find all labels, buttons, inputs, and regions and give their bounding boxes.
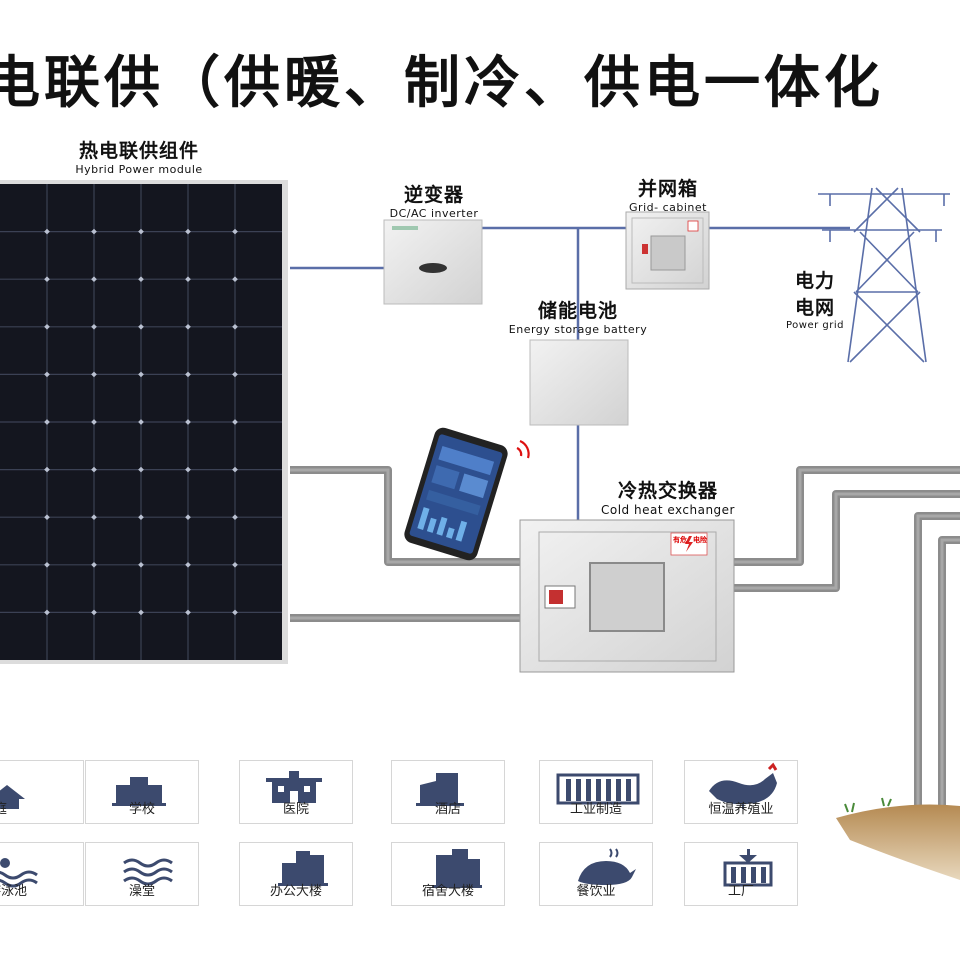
- application-card: 宿舍大楼: [391, 842, 505, 906]
- application-label: 游泳池: [0, 884, 27, 899]
- application-label: 工厂: [727, 884, 754, 899]
- battery-label: 储能电池 Energy storage battery: [508, 300, 648, 336]
- application-label: 宿舍大楼: [421, 884, 474, 899]
- hospital-icon: [266, 771, 322, 803]
- plant-icon: [723, 849, 773, 887]
- application-label: 学校: [128, 802, 155, 817]
- heat-exchanger-unit: [519, 519, 735, 673]
- warning-text-right: 电险: [693, 536, 707, 544]
- application-card: 恒温养殖业: [684, 760, 798, 824]
- rooster-icon: [709, 762, 778, 809]
- application-label: 澡堂: [128, 884, 155, 899]
- application-card: 庭: [0, 760, 84, 824]
- inverter-unit: [383, 219, 483, 305]
- smartphone-icon: [404, 427, 508, 561]
- application-card: 办公大楼: [239, 842, 353, 906]
- application-label: 办公大楼: [269, 884, 322, 899]
- application-label: 恒温养殖业: [708, 802, 774, 817]
- grid-cabinet-unit: [625, 211, 710, 290]
- food-dish-icon: [578, 848, 636, 885]
- school-icon: [112, 777, 166, 806]
- grid-cabinet-label: 并网箱 Grid- cabinet: [629, 178, 707, 214]
- application-card: 学校: [85, 760, 199, 824]
- wireless-signal-icon: [516, 439, 530, 459]
- application-card: 餐饮业: [539, 842, 653, 906]
- application-label: 酒店: [434, 802, 461, 817]
- electrical-wires: [290, 226, 850, 520]
- application-card: 工厂: [684, 842, 798, 906]
- water-waves-icon: [123, 858, 173, 886]
- dormitory-icon: [432, 849, 482, 888]
- application-card: 酒店: [391, 760, 505, 824]
- page-title: 电联供（供暖、制冷、供电一体化: [0, 51, 884, 116]
- application-label: 工业制造: [569, 802, 622, 817]
- application-card: 澡堂: [85, 842, 199, 906]
- exchanger-label: 冷热交换器 Cold heat exchanger: [600, 480, 735, 517]
- power-grid-label: 电力 电网 Power grid: [786, 270, 844, 331]
- application-label: 医院: [282, 802, 309, 817]
- inverter-label: 逆变器 DC/AC inverter: [389, 184, 479, 220]
- swimmer-icon: [0, 858, 38, 888]
- battery-unit: [529, 339, 629, 426]
- application-card: 医院: [239, 760, 353, 824]
- application-label: 餐饮业: [576, 884, 616, 899]
- house-icon: [0, 785, 25, 809]
- hotel-icon: [416, 773, 464, 806]
- transmission-tower-icon: [818, 187, 950, 363]
- application-label: 庭: [0, 802, 7, 817]
- module-label: 热电联供组件 Hybrid Power module: [75, 140, 203, 176]
- warning-text-left: 有危: [673, 536, 687, 544]
- office-building-icon: [278, 851, 328, 886]
- factory-building-icon: [556, 773, 640, 805]
- application-card: 工业制造: [539, 760, 653, 824]
- application-card: 游泳池: [0, 842, 84, 906]
- ground-soil: [836, 797, 960, 880]
- solar-panel: [0, 180, 288, 664]
